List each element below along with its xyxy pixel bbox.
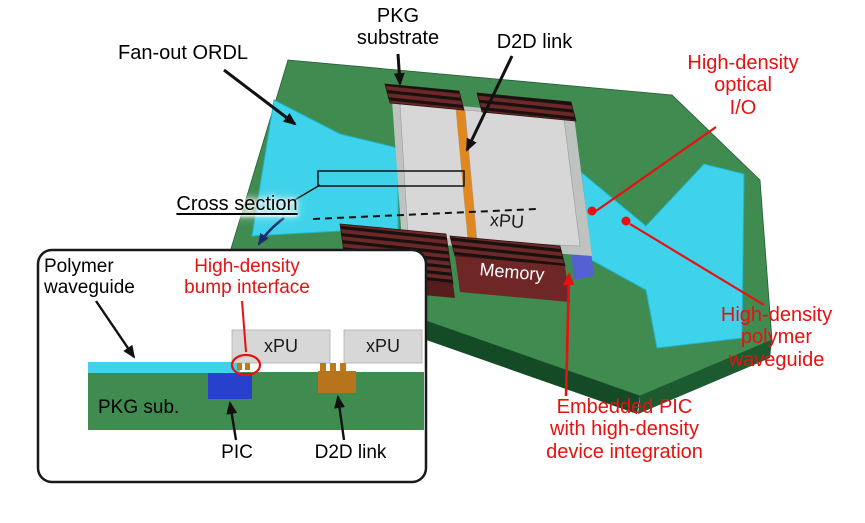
d2d-link-label: D2D link [496, 31, 573, 53]
inset-pic-label: PIC [221, 442, 253, 463]
inset-polymer-waveguide-strip [88, 362, 240, 373]
d2d-link-arrow [465, 55, 514, 152]
bump-interface-highlight-circle [230, 353, 262, 377]
optical-io-label: High-density optical I/O [687, 52, 799, 119]
xpu-main-label: xPU [489, 209, 525, 233]
memory-module-bottom-right-front [455, 256, 570, 302]
cross-section-dashed-line [312, 208, 538, 220]
memory-module-top-right [476, 92, 577, 122]
inset-xpu-die-right [343, 329, 423, 364]
polymer-waveguide-leader-line [629, 223, 765, 306]
memory-module-top-left [384, 83, 465, 111]
inset-xpu-left-label: xPU [263, 336, 298, 356]
fanout-ordl-label: Fan-out ORDL [118, 42, 249, 64]
pkg-board-edge-right [638, 340, 772, 414]
inset-pic-bump-2 [245, 363, 250, 370]
inset-d2d-label: D2D link [314, 442, 387, 463]
inset-pkg-substrate [88, 372, 424, 430]
inset-d2d-bump-3 [340, 363, 346, 371]
inset-xpu-die-left [231, 329, 331, 364]
cross-section-label: Cross section [176, 193, 298, 215]
embedded-pic-arrow [563, 272, 575, 397]
inset-pic-block [208, 373, 252, 399]
inset-polymer-waveguide-label: Polymer waveguide [44, 256, 135, 299]
inset-d2d-bump-2 [330, 363, 336, 371]
inset-pic-bump-1 [237, 363, 242, 370]
polymer-waveguide-dot [621, 216, 631, 226]
cross-section-curved-arrow [257, 216, 285, 246]
fanout-ordl-arrow [223, 68, 297, 126]
inset-pic-arrow [226, 401, 238, 441]
inset-d2d-bump-1 [320, 363, 326, 371]
cross-section-bracket [317, 170, 465, 187]
embedded-pic-label: Embedded PIC with high-density device in… [546, 396, 703, 463]
inset-d2d-arrow [334, 395, 346, 441]
d2d-link-strip [456, 109, 477, 241]
inset-polymer-waveguide-arrow [95, 300, 136, 359]
inset-pkg-sub-label: PKG sub. [98, 397, 180, 418]
pkg-substrate-label: PKG substrate [356, 5, 440, 50]
inset-d2d-block [318, 371, 356, 393]
cross-section-connector-line [292, 184, 321, 202]
inset-xpu-right-label: xPU [365, 336, 400, 356]
pkg-substrate-arrow [393, 53, 405, 86]
optical-io-leader-line [595, 126, 717, 212]
polymer-waveguide-label: High-density polymer waveguide [720, 304, 833, 371]
fanout-waveguide-right [575, 163, 745, 349]
optical-io-dot [587, 206, 597, 216]
inset-bump-interface-label: High-density bump interface [184, 256, 310, 299]
inset-bump-interface-leader [241, 300, 247, 353]
